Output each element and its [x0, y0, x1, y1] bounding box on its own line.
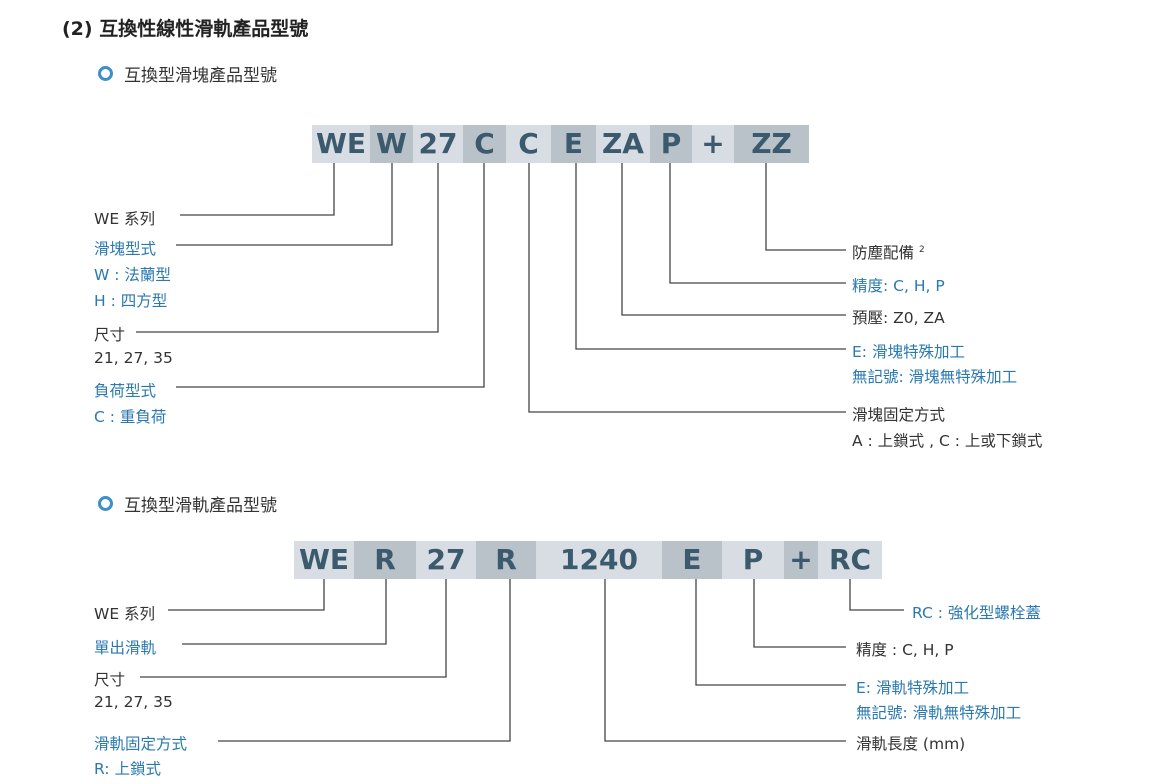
- code-part-cap: RC: [818, 541, 882, 579]
- label-load-type-c: C : 重負荷: [94, 408, 167, 426]
- code-part-special: E: [662, 541, 722, 579]
- bullet-icon: [98, 496, 113, 511]
- label-series: WE 系列: [94, 605, 156, 623]
- label-mount: 滑塊固定方式: [852, 406, 946, 424]
- label-single-rail: 單出滑軌: [94, 639, 157, 657]
- code-part-special: E: [551, 125, 596, 163]
- label-special-none: 無記號: 滑軌無特殊加工: [856, 704, 1022, 722]
- block-section-title: 互換型滑塊產品型號: [124, 66, 277, 86]
- code-part-precision: P: [650, 125, 692, 163]
- label-special-e: E: 滑塊特殊加工: [852, 343, 965, 361]
- label-block-type-h: H : 四方型: [94, 292, 168, 310]
- label-series: WE 系列: [94, 210, 156, 228]
- code-part-precision: P: [722, 541, 784, 579]
- rail-section-title: 互換型滑軌產品型號: [124, 496, 277, 516]
- bullet-icon: [98, 66, 113, 81]
- code-part-series: WE: [294, 541, 354, 579]
- label-rail-mount: 滑軌固定方式: [94, 735, 188, 753]
- label-rail-mount-r: R: 上鎖式: [94, 760, 161, 778]
- footnote-marker: 2: [918, 244, 925, 255]
- label-precision: 精度: C, H, P: [852, 277, 945, 295]
- code-part-rail: R: [354, 541, 416, 579]
- label-size-values: 21, 27, 35: [94, 693, 173, 711]
- code-part-mount: C: [506, 125, 551, 163]
- label-size-values: 21, 27, 35: [94, 349, 173, 367]
- label-mount-values: A : 上鎖式 , C : 上或下鎖式: [852, 432, 1043, 450]
- label-preload: 預壓: Z0, ZA: [852, 309, 945, 327]
- code-part-plus: +: [692, 125, 734, 163]
- label-block-type: 滑塊型式: [94, 240, 157, 258]
- code-part-load-type: C: [463, 125, 506, 163]
- section-heading: (2) 互換性線性滑軌產品型號: [62, 18, 309, 40]
- label-size: 尺寸: [94, 671, 126, 689]
- label-precision: 精度 : C, H, P: [856, 641, 954, 659]
- code-part-preload: ZA: [596, 125, 650, 163]
- label-special-none: 無記號: 滑塊無特殊加工: [852, 368, 1018, 386]
- code-part-block-type: W: [370, 125, 413, 163]
- code-part-series: WE: [312, 125, 370, 163]
- label-block-type-w: W : 法蘭型: [94, 266, 171, 284]
- label-dust: 防塵配備 2: [852, 244, 925, 262]
- code-part-plus: +: [784, 541, 818, 579]
- code-part-size: 27: [416, 541, 476, 579]
- label-length: 滑軌長度 (mm): [856, 735, 966, 753]
- code-part-length: 1240: [536, 541, 662, 579]
- label-cap: RC : 強化型螺栓蓋: [912, 604, 1041, 622]
- label-load-type: 負荷型式: [94, 382, 157, 400]
- code-part-mount: R: [476, 541, 536, 579]
- label-special-e: E: 滑軌特殊加工: [856, 679, 969, 697]
- label-size: 尺寸: [94, 326, 126, 344]
- code-part-dust: ZZ: [734, 125, 809, 163]
- code-part-size: 27: [413, 125, 463, 163]
